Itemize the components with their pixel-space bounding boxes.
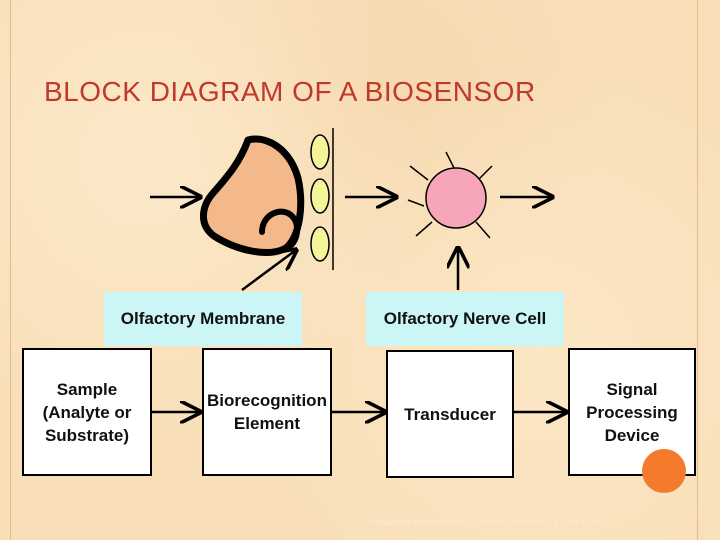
- receptor-icon: [310, 178, 330, 214]
- signal-processing-block: Signal Processing Device: [568, 348, 696, 476]
- membrane-pointer-arrow: [241, 250, 296, 292]
- olfactory-nerve-cell-label: Olfactory Nerve Cell: [366, 292, 564, 346]
- left-border-line: [10, 0, 11, 540]
- transducer-block: Transducer: [386, 350, 514, 478]
- footer-credit: Introduction to Biophotonics – Prasad – …: [370, 518, 608, 527]
- receptor-icon: [310, 134, 330, 170]
- biorecognition-block: Biorecognition Element: [202, 348, 332, 476]
- right-border-line: [697, 0, 698, 540]
- sample-block: Sample (Analyte or Substrate): [22, 348, 152, 476]
- nose-icon: [200, 135, 305, 256]
- nerve-cell-icon: [407, 151, 493, 239]
- slide-title: BLOCK DIAGRAM OF A BIOSENSOR: [44, 76, 536, 107]
- nostril-icon: [259, 208, 300, 249]
- receptor-icon: [310, 226, 330, 262]
- olfactory-membrane-label: Olfactory Membrane: [104, 292, 302, 346]
